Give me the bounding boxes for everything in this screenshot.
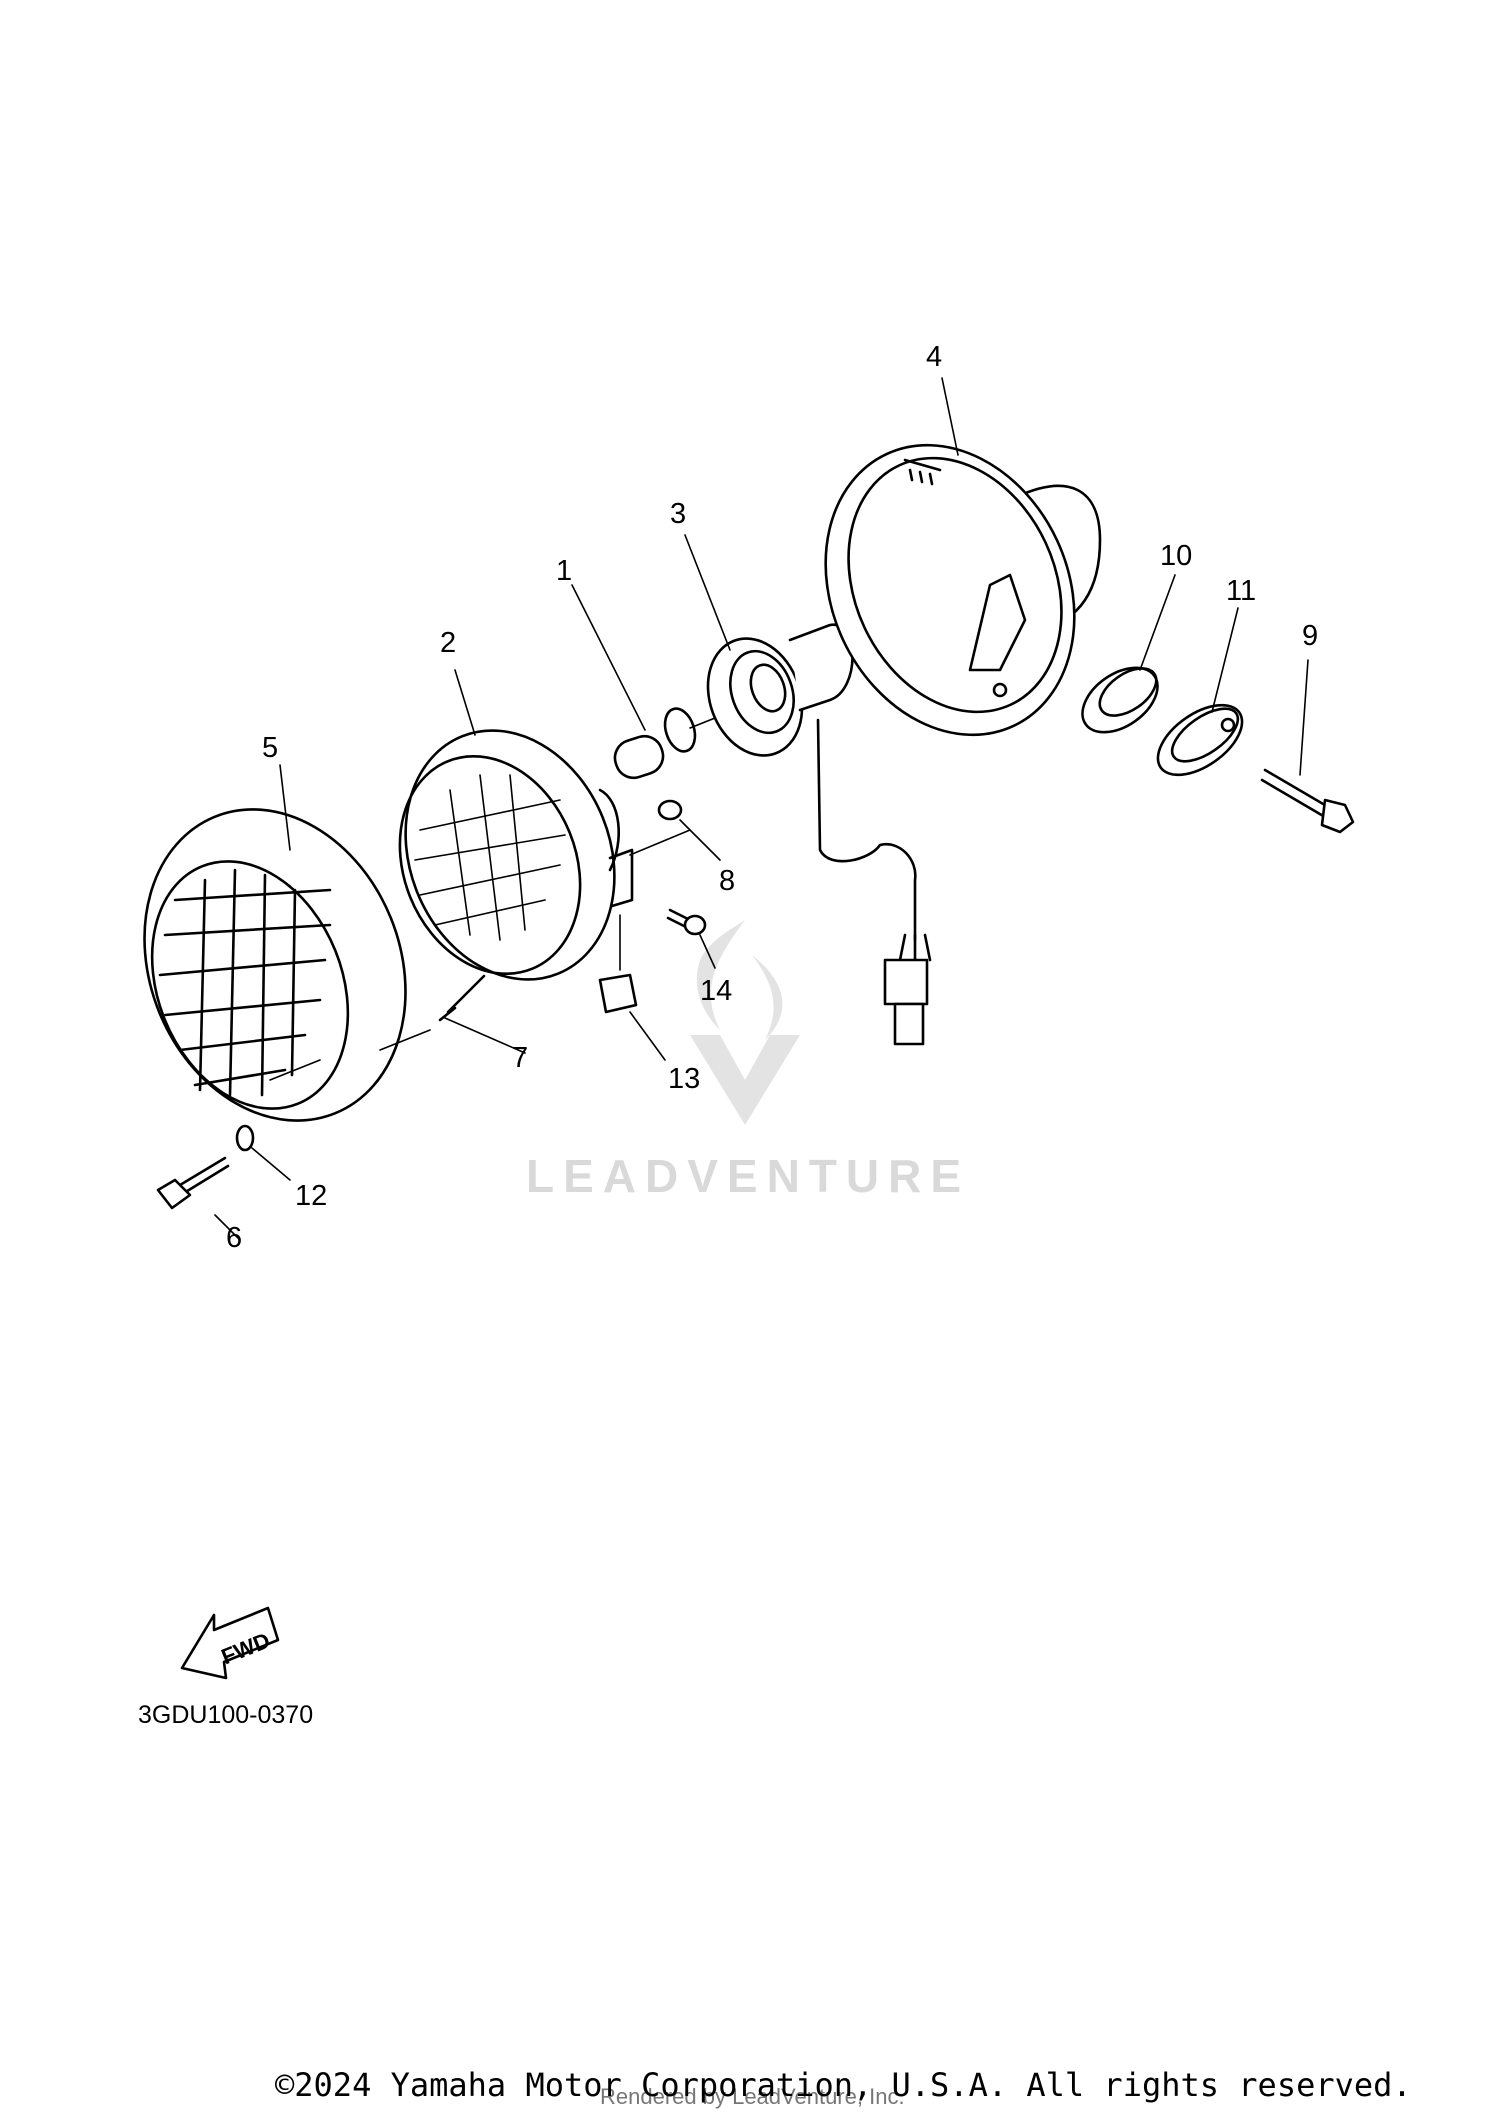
callout-5: 5 xyxy=(262,732,278,764)
part-9-bolt xyxy=(1260,768,1355,834)
callout-13: 13 xyxy=(668,1063,700,1095)
diagram-code: 3GDU100-0370 xyxy=(138,1701,313,1729)
callout-labels: 1 2 3 4 5 6 7 8 9 10 11 12 13 14 xyxy=(226,341,1318,1254)
part-11-cover xyxy=(1156,703,1244,777)
callout-8: 8 xyxy=(719,865,735,897)
callout-14: 14 xyxy=(700,975,732,1007)
part-2-headlight-lens-unit xyxy=(398,729,634,981)
callout-11: 11 xyxy=(1226,575,1256,607)
part-10-grommet xyxy=(1081,666,1159,734)
part-4-headlight-housing xyxy=(824,443,1102,737)
callout-1: 1 xyxy=(556,555,572,587)
part-8-nut xyxy=(657,799,683,821)
callout-3: 3 xyxy=(670,498,686,530)
copyright-notice: ©2024 Yamaha Motor Corporation, U.S.A. A… xyxy=(275,2066,1412,2104)
watermark-brand: LEADVENTURE xyxy=(526,1150,970,1202)
part-7-spring xyxy=(269,974,486,1081)
callout-10: 10 xyxy=(1160,540,1192,572)
part-5-headlight-guard xyxy=(143,808,407,1122)
rendered-by-note: Rendered by LeadVenture, Inc. xyxy=(600,2084,905,2109)
callout-12: 12 xyxy=(295,1180,327,1212)
part-13-nut-clip xyxy=(598,914,638,1014)
fwd-arrow-icon: FWD xyxy=(180,1606,280,1680)
callout-9: 9 xyxy=(1302,620,1318,652)
callout-7: 7 xyxy=(512,1042,528,1074)
part-12-washer xyxy=(235,1124,255,1152)
leadventure-watermark: LEADVENTURE xyxy=(526,920,970,1202)
callout-6: 6 xyxy=(226,1222,242,1254)
part-6-bolt xyxy=(156,1156,230,1210)
part-14-screw xyxy=(666,908,707,936)
callout-4: 4 xyxy=(926,341,942,373)
callout-2: 2 xyxy=(440,627,456,659)
part-3-socket-cord xyxy=(706,614,961,1046)
leader-lines xyxy=(214,377,1309,1241)
